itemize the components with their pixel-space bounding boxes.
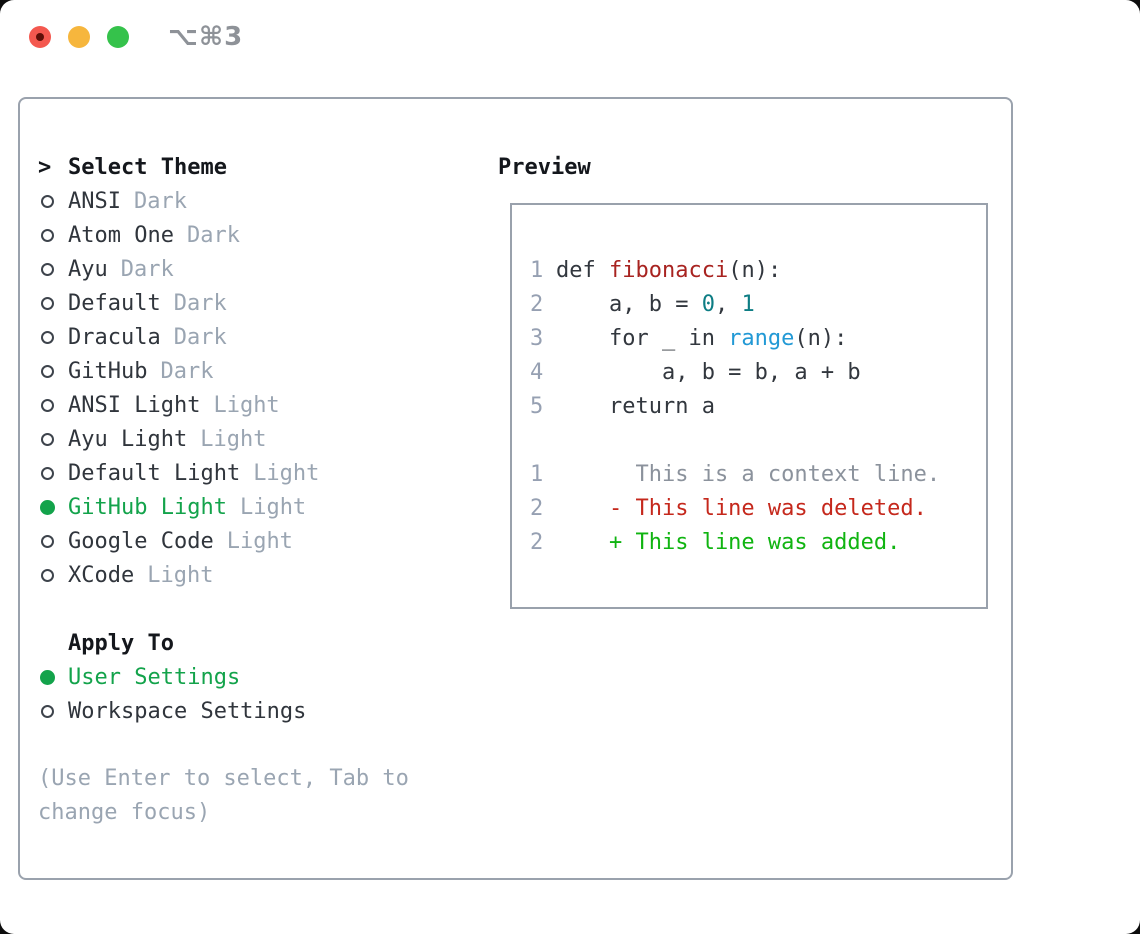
theme-variant-tag: Light <box>200 426 267 452</box>
line-number: 2 <box>530 495 544 521</box>
theme-option-github-light[interactable]: GitHub Light Light <box>38 490 470 524</box>
theme-variant-tag: Dark <box>160 358 214 384</box>
select-theme-title: Select Theme <box>68 154 227 180</box>
prompt-arrow-icon: > <box>38 154 52 180</box>
apply-option-user-settings[interactable]: User Settings <box>38 660 470 694</box>
theme-name: Dracula <box>68 324 161 350</box>
theme-option-ansi-light[interactable]: ANSI Light Light <box>38 388 470 422</box>
code-line: 4 a, b = b, a + b <box>530 359 861 385</box>
radio-unselected-icon <box>38 398 68 412</box>
line-number: 1 <box>530 461 544 487</box>
keyboard-hint: (Use Enter to select, Tab to change focu… <box>38 766 409 825</box>
minimize-button[interactable] <box>68 26 90 48</box>
preview-code-box: 1 def fibonacci(n): 2 a, b = 0, 1 3 for … <box>510 203 988 609</box>
theme-variant-tag: Dark <box>133 188 187 214</box>
apply-to-header: Apply To <box>38 626 470 660</box>
radio-unselected-icon <box>38 194 68 208</box>
line-number: 4 <box>530 359 544 385</box>
theme-option-github-dark[interactable]: GitHub Dark <box>38 354 470 388</box>
theme-variant-tag: Dark <box>173 324 227 350</box>
theme-option-dracula-dark[interactable]: Dracula Dark <box>38 320 470 354</box>
line-number: 2 <box>530 529 544 555</box>
preview-title: Preview <box>498 154 591 180</box>
spacer <box>38 592 470 626</box>
theme-variant-tag: Dark <box>173 290 227 316</box>
diff-context-line: 1 This is a context line. <box>530 461 941 487</box>
theme-name: Atom One <box>68 222 174 248</box>
apply-to-title: Apply To <box>68 630 174 656</box>
theme-name: Default <box>68 290 161 316</box>
theme-name: XCode <box>68 562 135 588</box>
code-line: 2 a, b = 0, 1 <box>530 291 755 317</box>
unsaved-dot-icon <box>36 33 44 41</box>
code-line: 3 for _ in range(n): <box>530 325 848 351</box>
theme-option-ayu-dark[interactable]: Ayu Dark <box>38 252 470 286</box>
apply-option-label: User Settings <box>68 664 241 690</box>
radio-unselected-icon <box>38 296 68 310</box>
theme-name: Ayu <box>68 256 108 282</box>
apply-option-workspace-settings[interactable]: Workspace Settings <box>38 694 470 728</box>
select-theme-header: > Select Theme <box>38 150 470 184</box>
radio-unselected-icon <box>38 262 68 276</box>
theme-selector-panel: > Select Theme ANSI Dark Atom One Dark A… <box>18 97 1013 880</box>
radio-selected-icon <box>38 669 68 685</box>
theme-option-xcode[interactable]: XCode Light <box>38 558 470 592</box>
line-number: 2 <box>530 291 544 317</box>
theme-name: Google Code <box>68 528 214 554</box>
window-title: ⌥⌘3 <box>168 22 244 52</box>
theme-variant-tag: Light <box>239 494 307 520</box>
code-line: 1 def fibonacci(n): <box>530 257 782 283</box>
theme-name: ANSI Light <box>68 392 201 418</box>
line-number: 5 <box>530 393 544 419</box>
theme-option-default-light[interactable]: Default Light Light <box>38 456 470 490</box>
close-button[interactable] <box>29 26 51 48</box>
theme-option-atom-one-dark[interactable]: Atom One Dark <box>38 218 470 252</box>
theme-variant-tag: Dark <box>120 256 174 282</box>
theme-variant-tag: Light <box>213 392 280 418</box>
theme-name: Default Light <box>68 460 241 486</box>
theme-name: GitHub <box>68 358 148 384</box>
line-number: 1 <box>530 257 544 283</box>
radio-selected-icon <box>38 499 68 515</box>
radio-unselected-icon <box>38 432 68 446</box>
radio-unselected-icon <box>38 534 68 548</box>
theme-option-google-code[interactable]: Google Code Light <box>38 524 470 558</box>
line-number: 3 <box>530 325 544 351</box>
theme-variant-tag: Light <box>226 528 293 554</box>
diff-added-line: 2 + This line was added. <box>530 529 901 555</box>
theme-option-ansi-dark[interactable]: ANSI Dark <box>38 184 470 218</box>
apply-option-label: Workspace Settings <box>68 698 307 724</box>
theme-variant-tag: Light <box>147 562 214 588</box>
theme-option-ayu-light[interactable]: Ayu Light Light <box>38 422 470 456</box>
theme-name: GitHub Light <box>68 494 227 520</box>
title-bar: ⌥⌘3 <box>0 0 1140 60</box>
theme-name: ANSI <box>68 188 121 214</box>
code-line: 5 return a <box>530 393 715 419</box>
radio-unselected-icon <box>38 704 68 718</box>
theme-list: > Select Theme ANSI Dark Atom One Dark A… <box>38 150 470 830</box>
theme-option-default-dark[interactable]: Default Dark <box>38 286 470 320</box>
theme-variant-tag: Light <box>253 460 320 486</box>
radio-unselected-icon <box>38 568 68 582</box>
radio-unselected-icon <box>38 364 68 378</box>
zoom-button[interactable] <box>107 26 129 48</box>
radio-unselected-icon <box>38 466 68 480</box>
radio-unselected-icon <box>38 330 68 344</box>
theme-name: Ayu Light <box>68 426 188 452</box>
diff-deleted-line: 2 - This line was deleted. <box>530 495 927 521</box>
theme-variant-tag: Dark <box>186 222 240 248</box>
blank-line <box>530 423 986 457</box>
radio-unselected-icon <box>38 228 68 242</box>
